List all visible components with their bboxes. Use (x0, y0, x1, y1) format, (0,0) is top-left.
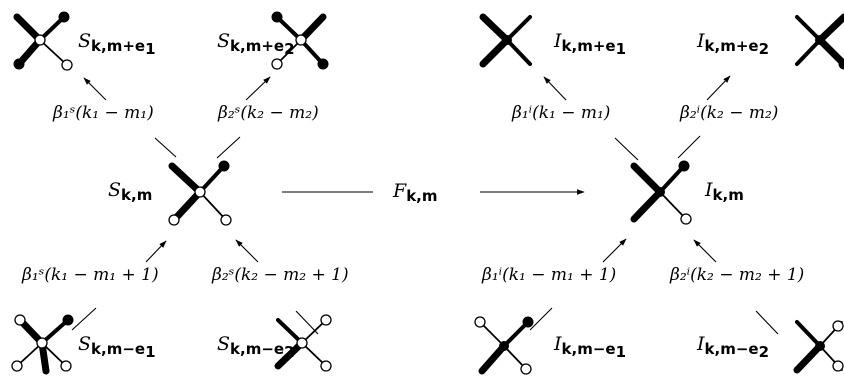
arrow-i-link-bottom-left (529, 307, 553, 331)
coef-i-bottom-right: β₂ⁱ(k₂ − m₂ + 1) (669, 265, 804, 285)
glyph-i-center (630, 160, 692, 225)
arrow-i-from-bottom-left (602, 238, 627, 263)
label-i-bottom-right: Ik,m−e2 (696, 333, 769, 361)
arrow-i-link-top-left (614, 137, 639, 161)
coef-s-top-left: β₁ˢ(k₁ − m₁) (52, 103, 154, 123)
arrows (71, 75, 779, 335)
glyph-s-top-right (271, 11, 329, 70)
arrow-s-link-top-right (216, 136, 241, 159)
coef-s-top-right: β₂ˢ(k₂ − m₂) (217, 103, 319, 123)
coef-i-top-right: β₂ⁱ(k₂ − m₂) (679, 103, 778, 123)
arrow-i-link-top-right (677, 135, 701, 159)
label-i-center: Ik,m (704, 179, 744, 204)
label-s-top-left: Sk,m+e1 (78, 30, 156, 58)
label-i-bottom-left: Ik,m−e1 (553, 333, 626, 361)
glyph-s-center (168, 160, 232, 226)
arrow-s-link-bottom-left (71, 307, 97, 331)
coef-s-bottom-right: β₂ˢ(k₂ − m₂ + 1) (211, 265, 349, 285)
glyph-s-bottom-right (274, 314, 332, 372)
label-i-top-right: Ik,m+e2 (696, 30, 769, 58)
arrow-i-from-bottom-right (693, 239, 717, 263)
arrow-s-link-bottom-right (295, 310, 319, 335)
coef-s-bottom-left: β₁ˢ(k₁ − m₁ + 1) (21, 265, 159, 285)
arrow-s-from-bottom-left (145, 240, 167, 263)
glyph-s-top-left (13, 11, 73, 71)
arrow-i-link-bottom-right (755, 310, 779, 335)
glyphs (11, 11, 844, 375)
arrow-s-to-top-right (245, 76, 271, 101)
glyph-i-top-left (479, 13, 532, 68)
glyph-i-top-right (795, 13, 844, 70)
label-s-bottom-left: Sk,m−e1 (78, 333, 156, 361)
arrow-i-to-top-left (543, 76, 567, 101)
label-s-bottom-right: Sk,m−e2 (217, 333, 295, 361)
label-s-center: Sk,m (108, 179, 152, 204)
arrow-i-to-top-right (706, 75, 731, 101)
label-i-top-left: Ik,m+e1 (553, 30, 626, 58)
glyph-s-bottom-left (11, 314, 74, 375)
arrow-s-from-bottom-right (235, 239, 259, 263)
label-map: Fk,m (392, 180, 438, 205)
label-s-top-right: Sk,m+e2 (217, 30, 295, 58)
glyph-i-bottom-right (793, 320, 844, 374)
glyph-i-bottom-left (474, 316, 534, 375)
coef-i-top-left: β₁ⁱ(k₁ − m₁) (511, 103, 610, 123)
arrow-s-to-top-left (83, 77, 107, 101)
arrow-s-link-top-left (154, 137, 177, 158)
coef-i-bottom-left: β₁ⁱ(k₁ − m₁ + 1) (481, 265, 616, 285)
